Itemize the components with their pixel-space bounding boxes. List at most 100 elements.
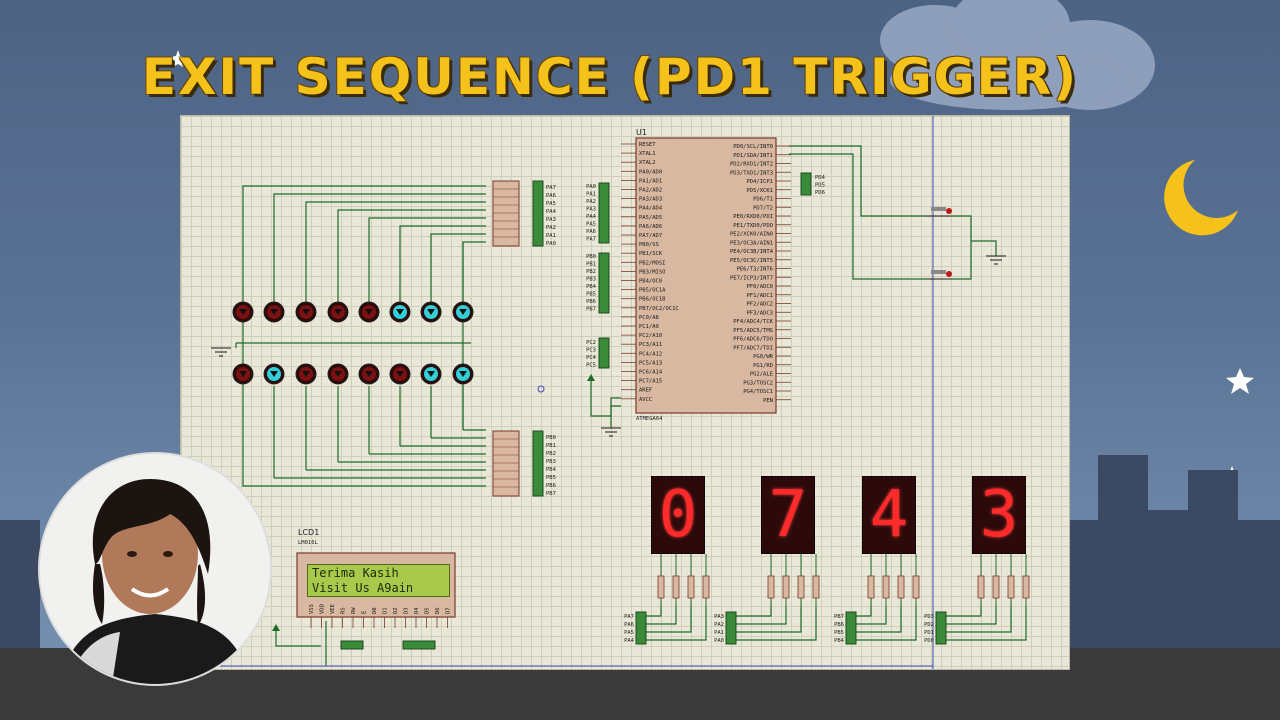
push-button-pd1[interactable] (926, 270, 952, 280)
mcu-atmega64[interactable]: U1 ATMEGA64 RESETXTAL1XTAL2PA0/AD0PA1/AD… (621, 128, 791, 422)
port-label: PA3 (546, 217, 556, 223)
segment-connector (725, 611, 737, 645)
mcu-pin-label: PA2/AD2 (639, 188, 662, 194)
mcu-pin-label: AREF (639, 388, 652, 394)
mcu-pin-label: PC2/A10 (639, 333, 662, 339)
led-cyan (420, 363, 442, 385)
webcam-overlay (38, 452, 272, 686)
mcu-pin-label: PB4/OC0 (639, 279, 662, 285)
port-label: PA4 (546, 209, 557, 215)
port-label: PA4 (586, 214, 597, 220)
lcd-ctrl-connector (340, 640, 364, 650)
mcu-pin-label: PF2/ADC2 (747, 302, 774, 308)
lcd-pin-label: D2 (393, 607, 399, 614)
seven-segment-digit-2: 7 (761, 476, 815, 554)
port-label: PD4 (815, 175, 826, 181)
port-label: PA1 (586, 192, 596, 198)
push-button-pd0[interactable] (926, 207, 952, 217)
mcu-pin-label: PE2/XCK0/AIN0 (730, 232, 773, 238)
mcu-pin-label: PD6/T1 (753, 197, 773, 203)
moon-icon (1164, 160, 1238, 236)
port-label: PA2 (546, 225, 556, 231)
mcu-pin-label: PE4/OC3B/INT4 (730, 249, 774, 255)
lcd-pin-label: RW (351, 607, 357, 614)
port-label: PA5 (586, 222, 596, 228)
seven-segment-digit-4: 3 (972, 476, 1026, 554)
port-label: PB5 (586, 292, 596, 298)
star-icon (170, 50, 186, 67)
mcu-pin-label: PA7/AD7 (639, 233, 662, 239)
star-icon (1226, 368, 1254, 394)
port-label: PB6 (546, 483, 556, 489)
mcu-pin-label: PC6/A14 (639, 370, 663, 376)
mcu-ref: U1 (636, 128, 647, 137)
port-label: PB0 (546, 435, 556, 441)
ground-icon (211, 347, 231, 357)
mcu-pin-label: PB5/OC1A (639, 288, 666, 294)
pd-connector (800, 172, 812, 196)
led-row-bottom (232, 363, 474, 385)
mcu-pin-label: PC5/A13 (639, 360, 662, 366)
port-label: PA2 (586, 199, 596, 205)
port-label: PC4 (586, 355, 597, 361)
port-label: PA6 (546, 193, 556, 199)
lcd-line-1: Terima Kasih (312, 566, 399, 580)
led-row-top (232, 301, 474, 323)
mcu-pin-label: PD4/ICP1 (747, 179, 774, 185)
mcu-pin-label: PE1/TXD0/PDO (733, 223, 773, 229)
mcu-pin-label: PD2/RXD1/INT2 (730, 162, 773, 168)
mcu-part: ATMEGA64 (636, 416, 663, 422)
led-cyan (452, 301, 474, 323)
port-label: PA7 (586, 237, 596, 243)
led-red (358, 363, 380, 385)
mcu-pin-label: PB2/MOSI (639, 260, 666, 266)
mcu-pin-label: PC3/A11 (639, 342, 662, 348)
mcu-pin-label: PF4/ADC4/TCK (733, 319, 773, 325)
mcu-pin-label: PD5/XCK1 (747, 188, 774, 194)
mcu-pin-label: PE0/RXD0/PDI (733, 214, 773, 220)
cursor-marker (537, 385, 545, 393)
lcd-pin-label: D0 (372, 607, 378, 614)
port-label: PB4 (546, 467, 557, 473)
resistor (867, 575, 875, 599)
resistor (767, 575, 775, 599)
mcu-pin-label: PD7/T2 (753, 205, 773, 211)
led-red (263, 301, 285, 323)
mcu-pin-label: PF5/ADC5/TMS (733, 328, 773, 334)
mcu-pin-label: PB0/SS (639, 242, 659, 248)
resistor (702, 575, 710, 599)
mcu-pin-label: PC4/A12 (639, 351, 662, 357)
led-red (389, 363, 411, 385)
port-label: PC2 (586, 340, 596, 346)
segment-connectors: PA7PA6PA5PA4PA3PA2PA1PA0PB7PB6PB5PB4PD3P… (624, 611, 947, 645)
lcd-ref: LCD1 (298, 528, 319, 537)
mcu-pin-label: PE3/OC3A/AIN1 (730, 240, 773, 246)
lcd-line-2: Visit Us A9ain (312, 581, 414, 595)
mcu-pin-label: XTAL2 (639, 160, 656, 166)
mcu-pin-label: PA3/AD3 (639, 197, 662, 203)
mcu-pin-label: PB7/OC2/OC1C (639, 306, 679, 312)
led-red (358, 301, 380, 323)
power-arrow-icon (272, 624, 280, 631)
mcu-pin-label: PD1/SDA/INT1 (733, 153, 773, 159)
port-label: PC5 (586, 363, 596, 369)
led-red (295, 301, 317, 323)
mcu-pin-label: PC7/A15 (639, 379, 662, 385)
mcu-left-pins: RESETXTAL1XTAL2PA0/AD0PA1/AD1PA2/AD2PA3/… (621, 142, 679, 403)
lcd-pin-label: VDD (320, 604, 326, 614)
mcu-pin-label: PD3/TXD1/INT3 (730, 170, 773, 176)
mcu-pin-label: PG1/RD (753, 363, 773, 369)
mcu-pin-label: PG0/WR (753, 354, 774, 360)
lcd-display: Terima Kasih Visit Us A9ain (307, 564, 450, 597)
led-red (232, 363, 254, 385)
resistor-pack-bottom (492, 430, 544, 497)
mcu-pin-label: PA1/AD1 (639, 178, 662, 184)
resistor-pack-top (492, 180, 544, 247)
mcu-pin-label: RESET (639, 142, 656, 148)
